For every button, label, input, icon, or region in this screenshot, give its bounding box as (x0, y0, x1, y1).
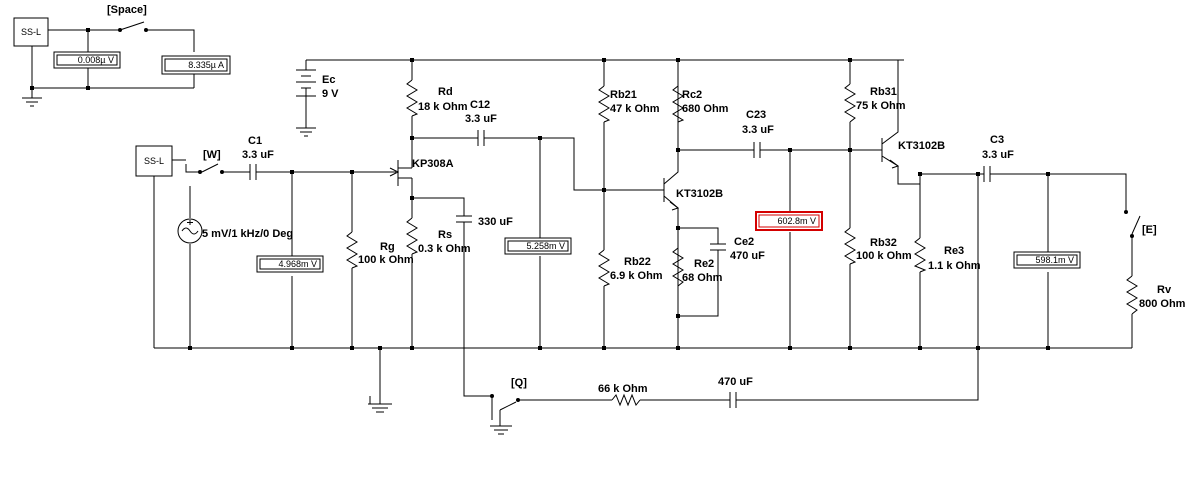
signal-source-box-main[interactable] (135, 145, 173, 177)
rb22-value: 6.9 k Ohm (610, 270, 663, 282)
signal-source-label-top: SS-L (21, 27, 41, 37)
voltmeter-top-left[interactable]: 0.008µ V (53, 51, 121, 69)
re3-value: 1.1 k Ohm (928, 260, 981, 272)
capacitor-ce2[interactable] (710, 240, 726, 254)
signal-source-label-main: SS-L (144, 156, 164, 166)
cs-value: 330 uF (478, 216, 513, 228)
rc2-name: Rc2 (682, 89, 702, 101)
resistor-re2[interactable] (672, 247, 684, 287)
q3-label: KT3102B (898, 140, 945, 152)
c1-name: C1 (248, 135, 262, 147)
q2-label: KT3102B (676, 188, 723, 200)
rv-name: Rv (1157, 284, 1172, 296)
re3-name: Re3 (944, 245, 964, 257)
voltmeter-output[interactable]: 598.1m V (1013, 251, 1081, 269)
resistor-rb32[interactable] (844, 227, 857, 265)
e-switch-label: [E] (1142, 224, 1157, 236)
ground-icon (490, 425, 512, 435)
space-switch-label: [Space] (107, 4, 147, 16)
voltmeter-stage2-reading: 602.8m V (777, 216, 816, 226)
voltmeter-stage2[interactable]: 602.8m V (755, 211, 823, 231)
voltmeter-top-left-reading: 0.008µ V (78, 55, 114, 65)
bjt-q3[interactable] (889, 159, 900, 169)
rd-name: Rd (438, 86, 453, 98)
c1-value: 3.3 uF (242, 149, 274, 161)
w-switch-label: [W] (203, 149, 221, 161)
rb32-name: Rb32 (870, 237, 897, 249)
q1-label: KP308A (412, 158, 454, 170)
c23-value: 3.3 uF (742, 124, 774, 136)
resistor-rs[interactable] (406, 217, 419, 255)
resistor-rb22[interactable] (598, 249, 611, 287)
measurement-subcircuit: SS-L [Space] (13, 4, 195, 107)
ground-icon (22, 88, 42, 107)
bjt-q2[interactable] (669, 201, 680, 211)
ammeter-top-right-reading: 8.335µ A (188, 60, 224, 70)
battery-name: Ec (322, 74, 335, 86)
voltmeter-stage1-reading: 5.258m V (526, 241, 565, 251)
ammeter-top-right[interactable]: 8.335µ A (161, 55, 231, 75)
capacitor-c12[interactable] (477, 130, 490, 146)
ce2-value: 470 uF (730, 250, 765, 262)
rb31-value: 75 k Ohm (856, 100, 906, 112)
resistor-feedback[interactable] (611, 393, 641, 407)
rg-name: Rg (380, 241, 395, 253)
ac-source-icon[interactable] (177, 218, 203, 244)
w-switch[interactable] (198, 163, 224, 174)
ac-source-label: 5 mV/1 kHz/0 Deg (202, 228, 293, 240)
q-switch[interactable] (490, 394, 520, 420)
rv-value: 800 Ohm (1139, 298, 1186, 310)
ce2-name: Ce2 (734, 236, 754, 248)
c3-name: C3 (990, 134, 1004, 146)
rc2-value: 680 Ohm (682, 103, 729, 115)
resistor-rv[interactable] (1126, 275, 1138, 315)
rd-value: 18 k Ohm (418, 101, 468, 113)
c3-value: 3.3 uF (982, 149, 1014, 161)
fet-kp308a[interactable] (389, 167, 400, 177)
wiring (153, 59, 1133, 426)
voltmeter-stage1[interactable]: 5.258m V (504, 237, 572, 255)
voltmeter-output-reading: 598.1m V (1035, 255, 1074, 265)
signal-source-box-top[interactable] (13, 17, 49, 47)
voltmeter-input[interactable]: 4.968m V (256, 255, 324, 273)
capacitor-cs[interactable] (456, 210, 472, 228)
capacitor-feedback[interactable] (729, 392, 742, 408)
rs-name: Rs (438, 229, 452, 241)
resistor-re3[interactable] (913, 237, 927, 273)
resistor-rb31[interactable] (844, 83, 856, 123)
capacitor-c1[interactable] (249, 164, 262, 180)
capacitor-c23[interactable] (753, 142, 766, 158)
e-switch[interactable] (1124, 210, 1141, 238)
voltmeter-input-reading: 4.968m V (278, 259, 317, 269)
c12-value: 3.3 uF (465, 113, 497, 125)
ground-icon (296, 127, 316, 137)
c12-name: C12 (470, 99, 490, 111)
rg-value: 100 k Ohm (358, 254, 414, 266)
resistor-rb21[interactable] (598, 85, 611, 123)
rb21-name: Rb21 (610, 89, 637, 101)
rs-value: 0.3 k Ohm (418, 243, 471, 255)
battery-value: 9 V (322, 88, 339, 100)
feedback-capacitor-value: 470 uF (718, 376, 753, 388)
resistor-rd[interactable] (406, 79, 419, 117)
rb32-value: 100 k Ohm (856, 250, 912, 262)
capacitor-c3[interactable] (983, 166, 996, 182)
rb31-name: Rb31 (870, 86, 897, 98)
c23-name: C23 (746, 109, 766, 121)
re2-name: Re2 (694, 258, 714, 270)
resistor-rc2[interactable] (672, 85, 685, 123)
feedback-resistor-value: 66 k Ohm (598, 383, 648, 395)
junctions (188, 58, 1050, 350)
rb22-name: Rb22 (624, 256, 651, 268)
space-switch[interactable] (118, 21, 148, 32)
battery-ec[interactable] (296, 69, 316, 97)
re2-value: 68 Ohm (682, 272, 723, 284)
q-switch-label: [Q] (511, 377, 527, 389)
resistor-rg[interactable] (346, 231, 359, 269)
rb21-value: 47 k Ohm (610, 103, 660, 115)
